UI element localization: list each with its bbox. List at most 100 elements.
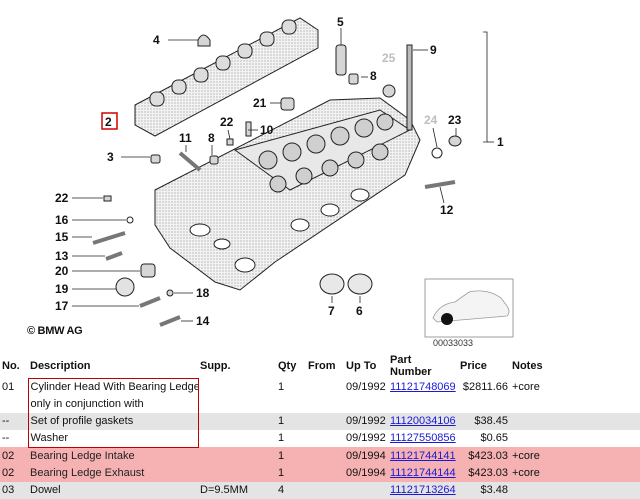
callout-24: 24 — [424, 113, 438, 127]
callout-2: 2 — [105, 115, 112, 129]
cell-description: Bearing Ledge Intake — [28, 447, 198, 465]
col-header-qty: Qty — [278, 360, 297, 372]
loose-parts-illustration — [92, 34, 462, 327]
cell-price — [458, 395, 510, 413]
callout-3: 3 — [107, 150, 114, 164]
cell-qty: 1 — [276, 464, 306, 482]
callout-20: 20 — [55, 264, 69, 278]
cell-description: Dowel — [28, 481, 198, 499]
copyright-label: © BMW AG — [27, 325, 82, 337]
cell-notes — [510, 412, 640, 430]
cell-qty: 1 — [276, 412, 306, 430]
col-header-notes: Notes — [512, 360, 543, 372]
cell-notes — [510, 395, 640, 413]
callout-7: 7 — [328, 304, 335, 318]
cell-upto: 09/1992 — [344, 429, 388, 447]
part-number-link[interactable]: 11121748069 — [390, 380, 456, 393]
table-row: -- Set of profile gaskets 1 09/1992 1112… — [0, 412, 640, 430]
col-header-upto: Up To — [346, 360, 377, 372]
cell-description: Set of profile gaskets — [27, 412, 199, 430]
cell-supp — [198, 464, 276, 482]
cell-notes: +core — [510, 447, 640, 465]
cell-part-number: 11121744141 — [388, 447, 458, 465]
cell-supp — [198, 395, 276, 413]
cell-no: -- — [0, 412, 28, 430]
cell-notes — [510, 429, 640, 447]
callout-10: 10 — [260, 123, 274, 137]
cell-from — [306, 429, 344, 447]
cylinder-head-illustration — [154, 97, 421, 291]
cell-price: $0.65 — [458, 429, 510, 447]
callout-25: 25 — [382, 51, 396, 65]
callout-6: 6 — [356, 304, 363, 318]
callout-13: 13 — [55, 249, 69, 263]
table-row-highlighted: 02 Bearing Ledge Exhaust 1 09/1994 11121… — [0, 464, 640, 482]
callout-9: 9 — [430, 43, 437, 57]
cell-upto: 09/1994 — [344, 447, 388, 465]
bearing-ledge-illustration — [134, 17, 319, 137]
cell-no: -- — [0, 429, 28, 447]
cell-price: $3.48 — [458, 481, 510, 499]
part-number-link[interactable]: 11120034106 — [390, 415, 456, 427]
col-header-from: From — [308, 360, 336, 372]
callout-21: 21 — [253, 96, 267, 110]
cell-part-number — [388, 395, 458, 413]
cell-part-number: 11120034106 — [388, 412, 458, 430]
cell-qty: 4 — [276, 481, 306, 499]
cell-price: $38.45 — [458, 412, 510, 430]
cell-upto: 09/1994 — [344, 464, 388, 482]
cell-upto: 09/1992 — [344, 412, 388, 430]
cell-from — [306, 378, 344, 396]
cell-upto — [344, 395, 388, 413]
part-number-link[interactable]: 11127550856 — [390, 432, 456, 445]
cell-notes: +core — [510, 464, 640, 482]
callout-17: 17 — [55, 299, 69, 313]
callout-18: 18 — [196, 286, 210, 300]
callout-8-mid: 8 — [208, 131, 215, 145]
table-row-highlighted: 02 Bearing Ledge Intake 1 09/1994 111217… — [0, 447, 640, 465]
cell-price: $423.03 — [458, 447, 510, 465]
table-row: 03 Dowel D=9.5MM 4 11121713264 $3.48 — [0, 481, 640, 499]
cell-qty: 1 — [276, 429, 306, 447]
callout-19: 19 — [55, 282, 69, 296]
cell-from — [306, 447, 344, 465]
cell-from — [306, 395, 344, 413]
part-number-link[interactable]: 11121744144 — [390, 467, 456, 479]
cell-upto — [344, 481, 388, 499]
cell-supp — [198, 429, 276, 447]
cell-notes — [510, 481, 640, 499]
cell-supp — [198, 412, 276, 430]
cell-no: 03 — [0, 481, 28, 499]
part-number-link[interactable]: 11121713264 — [390, 484, 456, 496]
table-header-row: No. Description Supp. Qty From Up To Par… — [0, 354, 640, 378]
col-header-supp: Supp. — [200, 360, 231, 372]
cell-description: Cylinder Head With Bearing Ledges — [27, 377, 199, 396]
cell-supp — [198, 378, 276, 396]
cell-supp — [198, 447, 276, 465]
image-code-label: 00033033 — [433, 338, 473, 348]
callout-22-left: 22 — [55, 191, 69, 205]
callout-4: 4 — [153, 33, 160, 47]
cell-qty: 1 — [276, 378, 306, 396]
cell-qty: 1 — [276, 447, 306, 465]
col-header-part-number: Part Number — [390, 354, 432, 378]
callout-16: 16 — [55, 213, 69, 227]
cell-price: $2811.66 — [458, 378, 510, 396]
cell-supp: D=9.5MM — [198, 481, 276, 499]
callout-15: 15 — [55, 230, 69, 244]
table-row: 01 Cylinder Head With Bearing Ledges 1 0… — [0, 377, 640, 396]
cell-description: Washer — [27, 429, 199, 448]
callout-23: 23 — [448, 113, 462, 127]
cell-no: 02 — [0, 464, 28, 482]
part-number-link[interactable]: 11121744141 — [390, 449, 456, 462]
car-locator-inset: 00033033 — [424, 278, 514, 348]
table-row: only in conjunction with — [0, 395, 640, 413]
cell-part-number: 11121744144 — [388, 464, 458, 482]
callout-5: 5 — [337, 15, 344, 29]
callout-1: 1 — [497, 135, 504, 149]
cell-price: $423.03 — [458, 464, 510, 482]
cell-part-number: 11121748069 — [388, 378, 458, 396]
callout-12: 12 — [440, 203, 454, 217]
cell-part-number: 11121713264 — [388, 481, 458, 499]
col-header-no: No. — [2, 360, 20, 372]
